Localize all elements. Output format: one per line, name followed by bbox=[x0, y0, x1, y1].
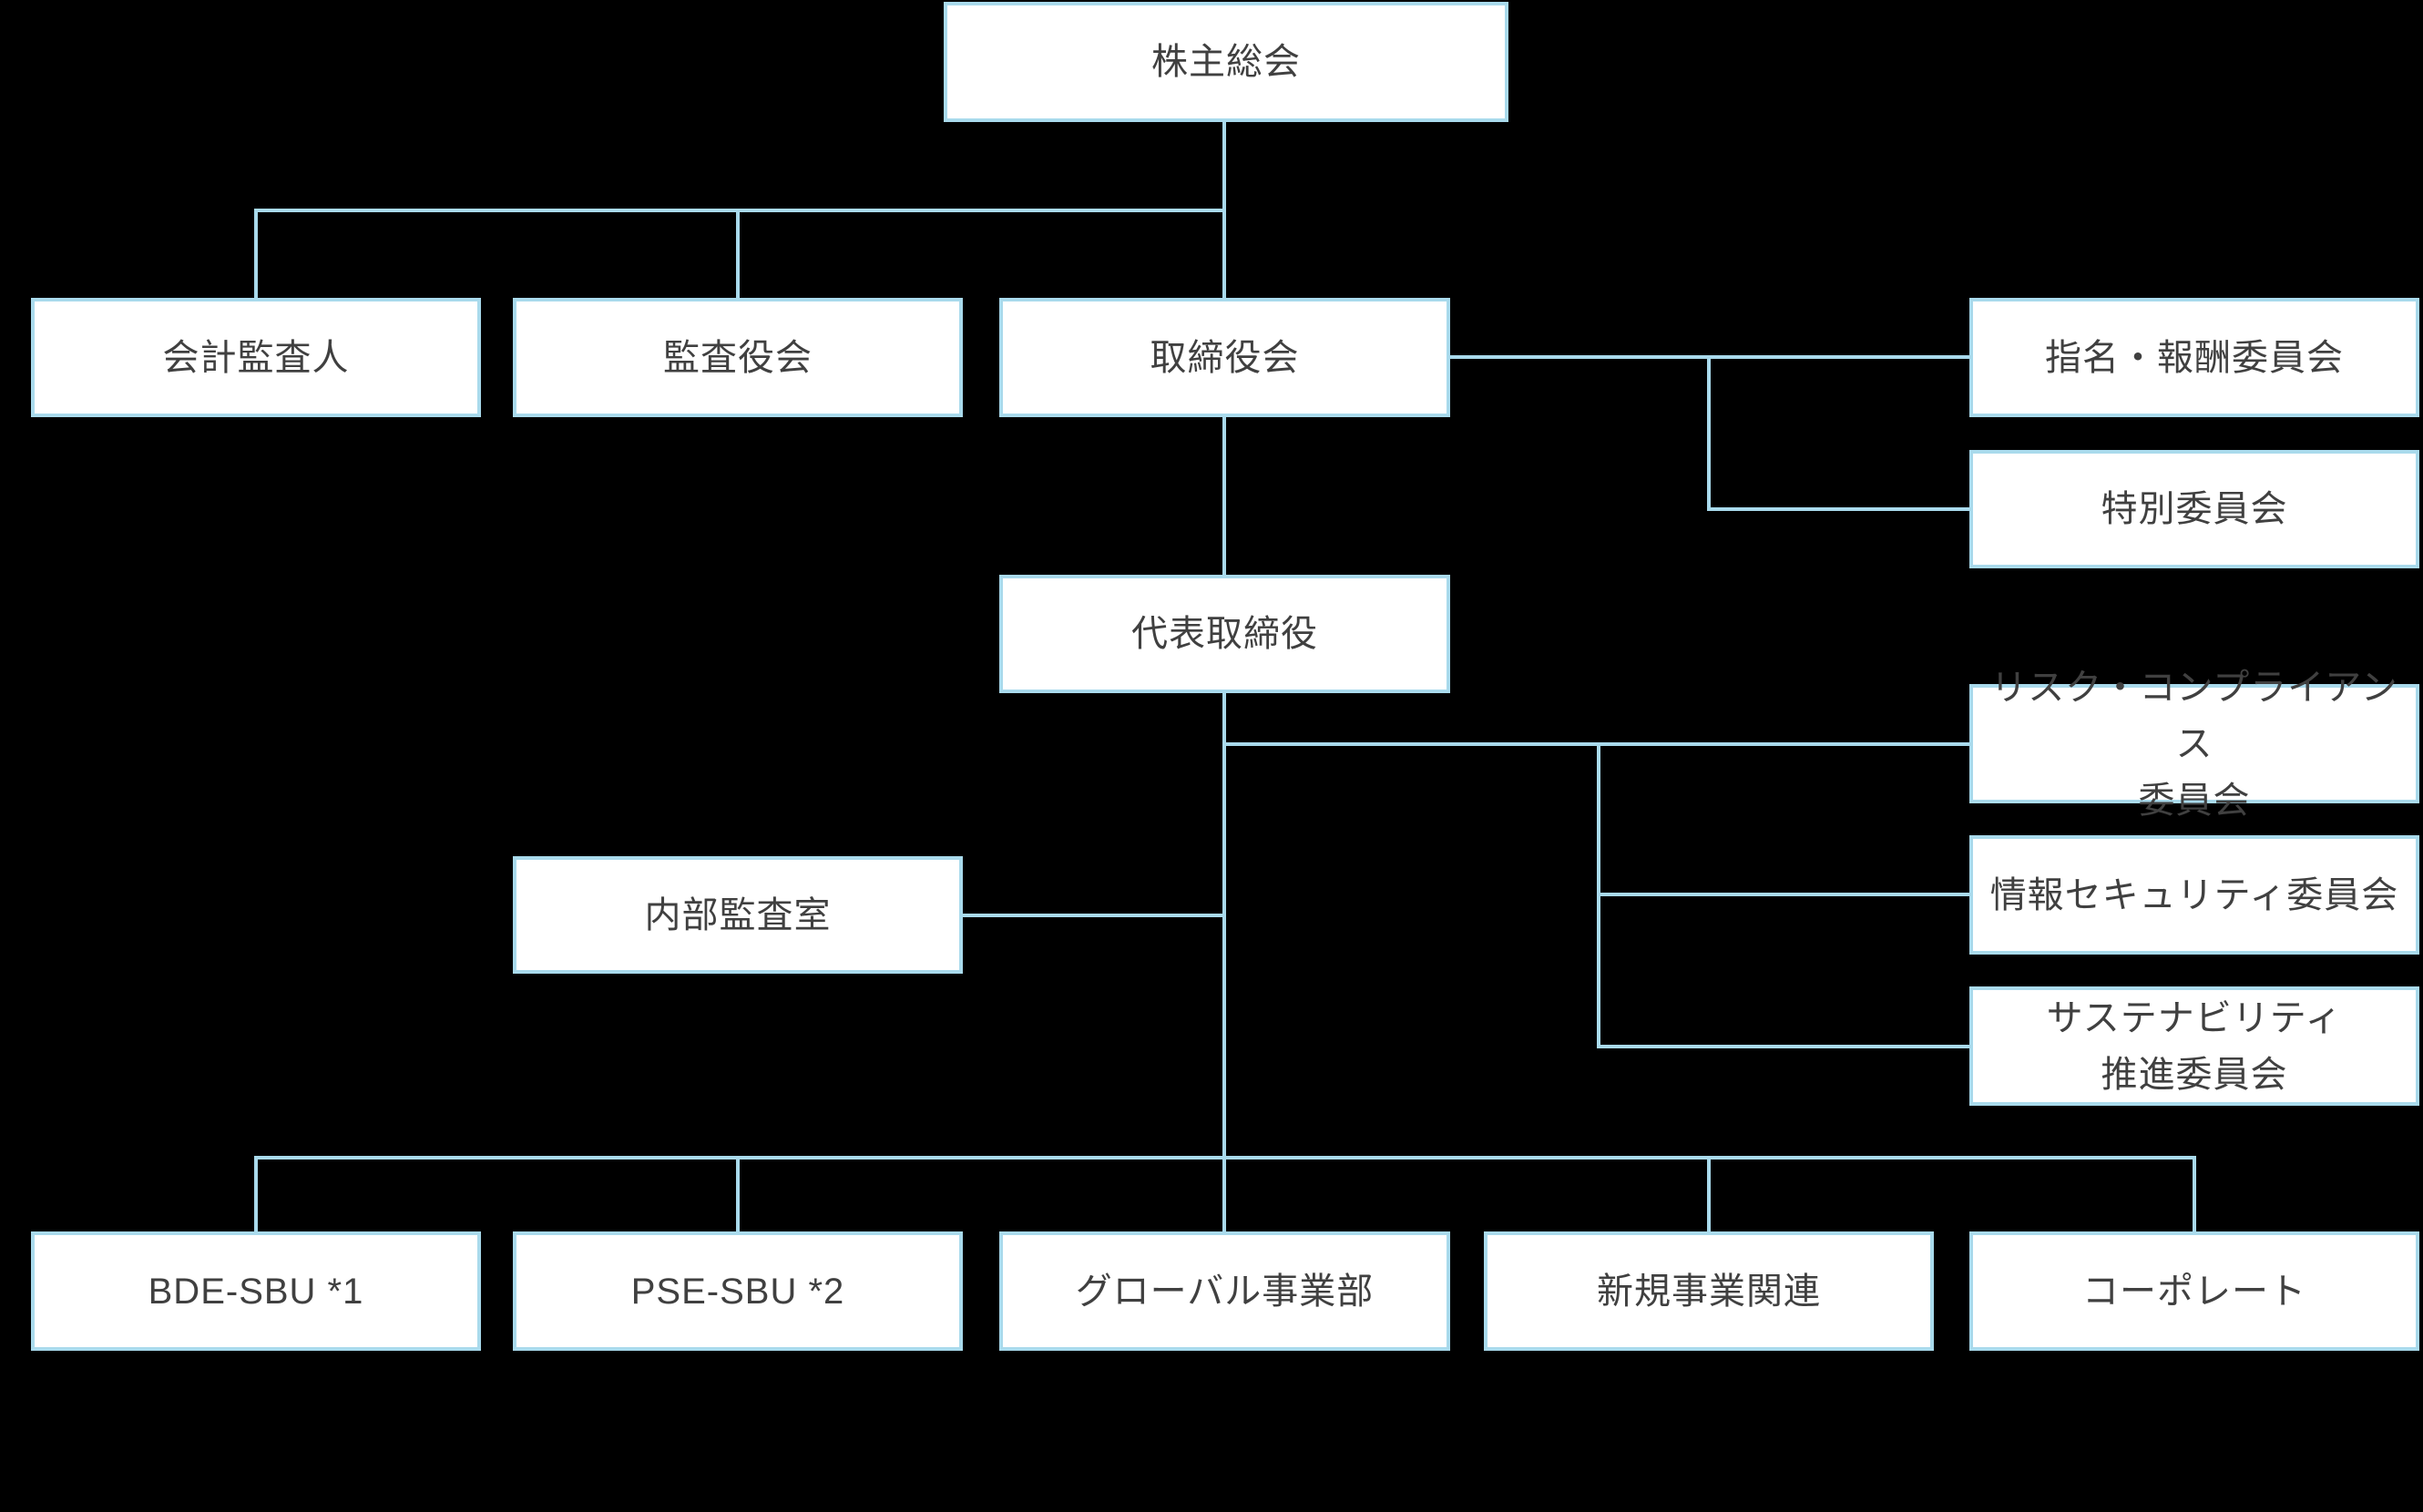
node-internal-audit-office: 内部監査室 bbox=[513, 856, 963, 974]
node-sustainability-promotion-committee-label: サステナビリティ 推進委員会 bbox=[2046, 997, 2343, 1095]
node-special-committee-label: 特別委員会 bbox=[2101, 489, 2288, 529]
node-information-security-committee: 情報セキュリティ委員会 bbox=[1969, 835, 2419, 955]
node-audit-and-supervisory-board: 監査役会 bbox=[513, 298, 963, 417]
node-global-business-division-label: グローバル事業部 bbox=[1075, 1271, 1375, 1312]
node-board-of-directors: 取締役会 bbox=[999, 298, 1450, 417]
node-corporate: コーポレート bbox=[1969, 1231, 2419, 1351]
node-risk-compliance-committee: リスク・コンプライアンス 委員会 bbox=[1969, 668, 2419, 821]
node-accounting-auditor: 会計監査人 bbox=[31, 298, 481, 417]
connector-internal-audit-horizontal bbox=[963, 914, 1226, 917]
node-nomination-compensation-committee-label: 指名・報酬委員会 bbox=[2045, 337, 2344, 378]
connector-new-business-drop bbox=[1707, 1158, 1711, 1233]
node-sustainability-promotion-committee: サステナビリティ 推進委員会 bbox=[1969, 986, 2419, 1106]
node-new-business-related-label: 新規事業関連 bbox=[1597, 1271, 1821, 1312]
connector-bde-sbu-drop bbox=[254, 1158, 258, 1233]
connector-nomination-special-vertical bbox=[1707, 355, 1711, 511]
node-bde-sbu-label: BDE-SBU *1 bbox=[148, 1271, 364, 1312]
connector-global-division-drop bbox=[1222, 1158, 1226, 1233]
connector-infosec-committee-horizontal bbox=[1597, 893, 1969, 896]
node-audit-and-supervisory-board-label: 監査役会 bbox=[663, 337, 813, 378]
connector-special-committee-horizontal bbox=[1707, 507, 1969, 511]
node-pse-sbu-label: PSE-SBU *2 bbox=[630, 1271, 845, 1312]
connector-corporate-drop bbox=[2193, 1158, 2196, 1233]
node-shareholders-meeting: 株主総会 bbox=[944, 2, 1508, 122]
connector-sustainability-committee-horizontal bbox=[1597, 1045, 1969, 1048]
node-nomination-compensation-committee: 指名・報酬委員会 bbox=[1969, 298, 2419, 417]
node-pse-sbu: PSE-SBU *2 bbox=[513, 1231, 963, 1351]
node-bde-sbu: BDE-SBU *1 bbox=[31, 1231, 481, 1351]
connector-pse-sbu-drop bbox=[736, 1158, 740, 1233]
node-internal-audit-office-label: 内部監査室 bbox=[644, 894, 832, 935]
node-shareholders-meeting-label: 株主総会 bbox=[1151, 42, 1301, 82]
node-accounting-auditor-label: 会計監査人 bbox=[162, 337, 350, 378]
node-risk-compliance-committee-label: リスク・コンプライアンス 委員会 bbox=[1990, 667, 2398, 821]
connector-accounting-auditor-drop bbox=[254, 210, 258, 300]
node-representative-director: 代表取締役 bbox=[999, 575, 1450, 693]
node-new-business-related: 新規事業関連 bbox=[1484, 1231, 1934, 1351]
connector-audit-board-drop bbox=[736, 210, 740, 300]
node-board-of-directors-label: 取締役会 bbox=[1150, 337, 1300, 378]
node-information-security-committee-label: 情報セキュリティ委員会 bbox=[1989, 874, 2399, 915]
connector-auditors-branch-horizontal bbox=[254, 209, 1226, 212]
connector-board-to-representative-vertical bbox=[1222, 417, 1226, 577]
node-representative-director-label: 代表取締役 bbox=[1131, 614, 1318, 654]
node-special-committee: 特別委員会 bbox=[1969, 450, 2419, 568]
node-corporate-label: コーポレート bbox=[2082, 1271, 2306, 1312]
node-global-business-division: グローバル事業部 bbox=[999, 1231, 1450, 1351]
connector-main-trunk-vertical bbox=[1222, 693, 1226, 1160]
